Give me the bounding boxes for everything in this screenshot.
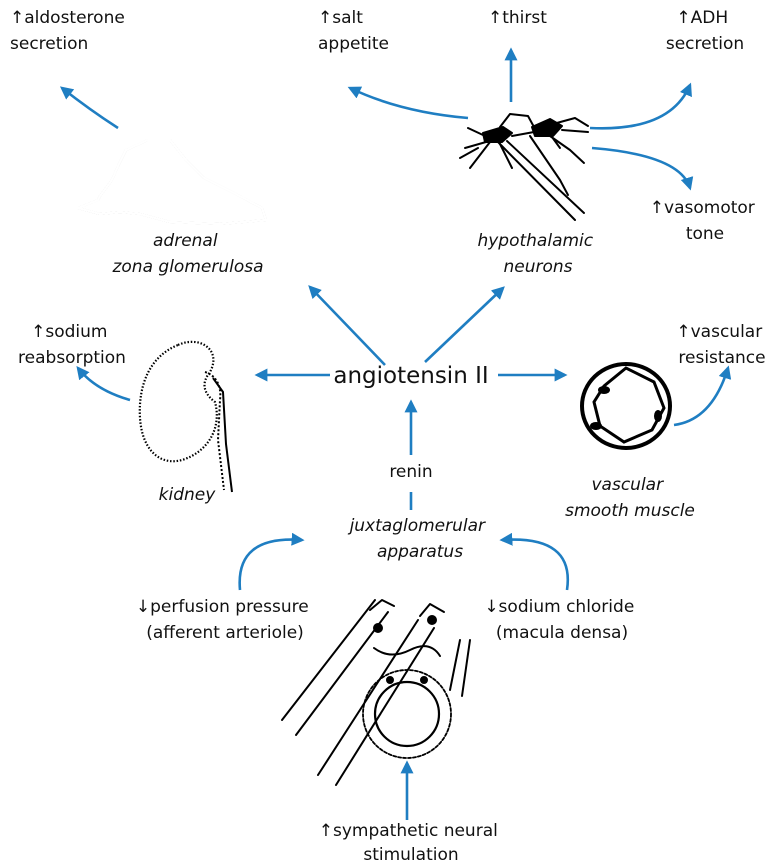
sympathetic-label: ↑sympathetic neural stimulation [319,821,504,865]
arrow-to-adh [590,85,690,128]
juxtaglomerular-label: juxtaglomerular apparatus [348,516,491,562]
renin-label: renin [389,462,432,482]
arrow-to-vasomotor [592,148,690,188]
kidney-drawing [140,342,232,492]
angiotensin-ii-label: angiotensin II [333,363,488,389]
hypothalamic-neurons-drawing [460,114,588,220]
arrow-to-hypothalamic [425,288,503,362]
perfusion-pressure-label: ↓perfusion pressure (afferent arteriole) [136,597,314,643]
arrow-perfusion-to-jga [240,540,302,590]
arrow-nacl-to-jga [502,540,568,590]
arrow-to-adrenal [310,287,385,365]
arrow-to-salt-appetite [350,88,468,118]
adrenal-gland-drawing [78,140,266,224]
adh-label: ↑ADH secretion [666,8,744,54]
vasomotor-label: ↑vasomotor tone [650,198,760,244]
adrenal-label: adrenal zona glomerulosa [111,231,263,277]
arrow-to-vascular-resistance [674,368,728,425]
aldosterone-label: ↑aldosterone secretion [10,8,130,54]
sodium-reabsorption-label: ↑sodium reabsorption [18,322,126,368]
sodium-chloride-label: ↓sodium chloride (macula densa) [484,597,639,643]
salt-appetite-label: ↑salt appetite [318,8,389,54]
hypothalamic-label: hypothalamic neurons [477,231,598,277]
arrow-to-sodium-reabsorption [78,368,130,400]
juxtaglomerular-drawing [282,600,470,785]
vascular-muscle-label: vascular smooth muscle [565,475,695,521]
vascular-resistance-label: ↑vascular resistance [676,322,767,368]
kidney-label: kidney [159,485,217,505]
arrow-to-aldosterone [62,88,118,128]
thirst-label: ↑thirst [488,8,547,28]
vascular-muscle-drawing [582,364,670,448]
